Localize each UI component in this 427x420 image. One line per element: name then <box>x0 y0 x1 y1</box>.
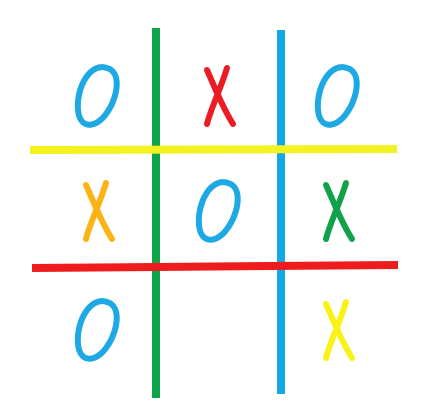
o-mark <box>74 64 120 128</box>
cell-r1-c2[interactable] <box>160 40 278 152</box>
grid-line-horizontal-2 <box>31 261 399 272</box>
cell-r1-c3[interactable] <box>279 40 397 152</box>
o-mark <box>314 64 360 128</box>
cell-hit-area[interactable] <box>39 40 157 152</box>
cell-hit-area[interactable] <box>279 40 397 152</box>
cell-r2-c3[interactable] <box>279 155 397 267</box>
x-mark <box>323 180 355 242</box>
cell-r2-c1[interactable] <box>39 155 157 267</box>
cell-hit-area[interactable] <box>160 274 278 386</box>
grid-line-horizontal-1 <box>29 145 398 154</box>
cell-r3-c2[interactable] <box>160 274 278 386</box>
cell-hit-area[interactable] <box>160 155 278 267</box>
x-mark <box>204 65 236 127</box>
o-mark <box>74 298 120 362</box>
cell-r1-c1[interactable] <box>39 40 157 152</box>
cell-r3-c3[interactable] <box>279 274 397 386</box>
x-mark <box>83 180 115 242</box>
x-mark <box>323 299 355 361</box>
cell-r3-c1[interactable] <box>39 274 157 386</box>
cell-hit-area[interactable] <box>39 274 157 386</box>
o-mark <box>195 179 241 243</box>
cell-r2-c2[interactable] <box>160 155 278 267</box>
